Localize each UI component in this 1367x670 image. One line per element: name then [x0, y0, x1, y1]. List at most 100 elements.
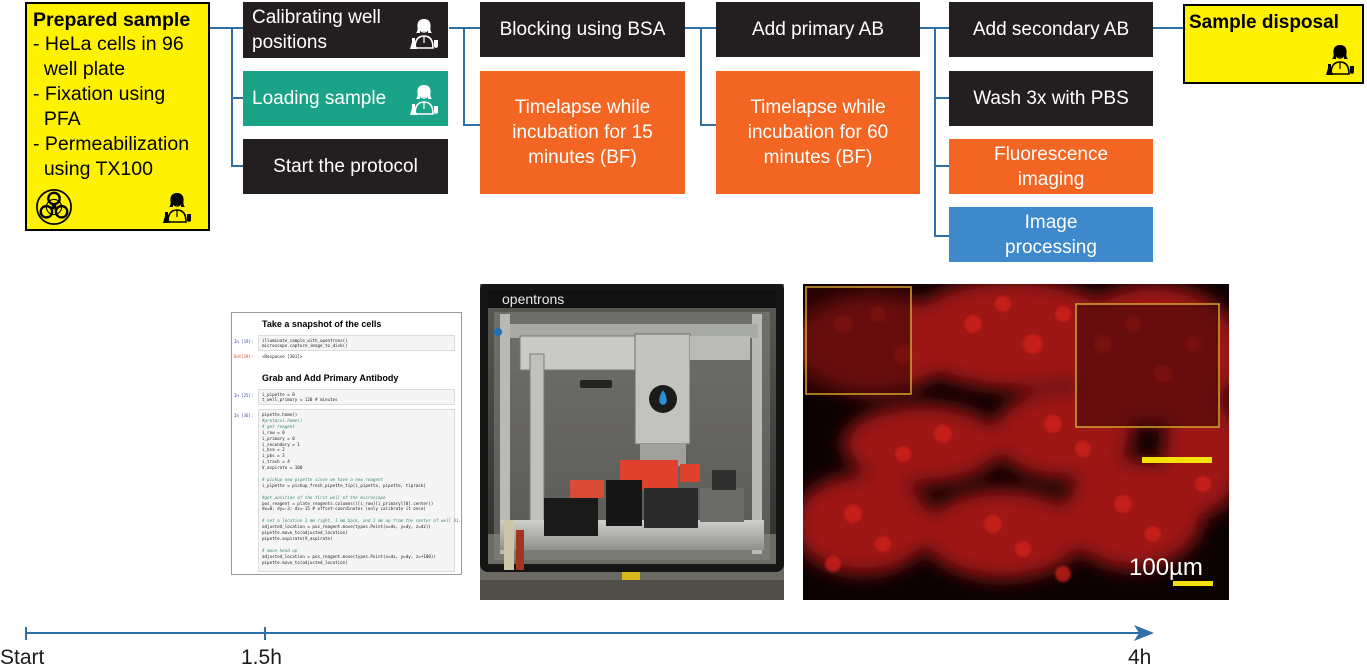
code-line: adjusted_location = pos_reagent.move(typ…	[262, 553, 436, 559]
code-line: # pickup new pipette since we have a new…	[262, 476, 384, 482]
code-line: i_bsa = 2	[262, 447, 285, 453]
connector	[934, 165, 949, 167]
step-fluor-line: Fluorescence	[993, 143, 1109, 165]
step-calibrate: Calibrating well positions	[243, 2, 448, 58]
code-line: i_pbs = 3	[262, 453, 285, 459]
step-timelapse60-line: Timelapse while	[750, 97, 886, 118]
step-image-processing: Image processing	[949, 207, 1153, 262]
photo-brand-label: opentrons	[502, 291, 564, 307]
step-wash-label: Wash 3x with PBS	[973, 88, 1129, 109]
code-line: pipette.move_to(adjusted_location)	[262, 530, 348, 535]
connector	[210, 27, 243, 29]
notebook-heading: Grab and Add Primary Antibody	[262, 373, 399, 383]
step-secondary-ab: Add secondary AB	[949, 2, 1153, 57]
code-line: illuminate_sample_with_opentrons()	[262, 338, 348, 343]
step-processing-line: Image	[1024, 211, 1078, 233]
prepared-sample-item: PFA	[33, 108, 81, 130]
code-line: i_primary = 0	[262, 435, 295, 441]
fluorescence-drawing: 100µm	[803, 284, 1229, 600]
timeline-label: 1.5h	[241, 646, 282, 669]
connector	[231, 97, 243, 99]
scientist-icon	[1325, 42, 1355, 76]
step-start-label: Start the protocol	[273, 156, 418, 177]
connector	[700, 27, 702, 126]
biohazard-icon	[36, 189, 72, 225]
step-calibrate-line: Calibrating well	[252, 7, 381, 28]
step-primary-ab: Add primary AB	[716, 2, 920, 57]
timeline-arrow-icon	[1134, 625, 1154, 641]
connector	[934, 235, 949, 237]
step-timelapse15-line: Timelapse while	[514, 97, 651, 118]
prepared-sample-box: Prepared sample - HeLa cells in 96 well …	[25, 2, 210, 231]
notebook-cell	[258, 335, 455, 351]
code-line: # set a location 1 mm right, 1 mm back, …	[262, 518, 462, 524]
code-line: pipette.aspirate(V_aspirate)	[262, 535, 333, 541]
prepared-sample-item: using TX100	[33, 158, 153, 180]
step-timelapse-60: Timelapse while incubation for 60 minute…	[716, 71, 920, 194]
step-secondary-label: Add secondary AB	[972, 19, 1130, 40]
timeline-axis	[25, 632, 1140, 634]
code-line: #get position of the first well of the m…	[262, 494, 386, 500]
step-fluor-line: imaging	[1017, 168, 1085, 190]
sample-disposal-title: Sample disposal	[1189, 12, 1339, 33]
step-processing-line: processing	[1005, 236, 1097, 258]
step-timelapse15-line: incubation for 15	[512, 122, 653, 143]
connector	[463, 124, 480, 126]
code-line: pipette.move_to(adjusted_location)	[262, 559, 348, 565]
code-line: i_pipette = 0	[262, 392, 295, 397]
prepared-sample-item: - Permeabilization	[33, 133, 190, 155]
scientist-icon	[409, 82, 439, 116]
step-fluorescence-imaging: Fluorescence imaging	[949, 139, 1153, 194]
notebook-prompt: In [25]:	[234, 393, 254, 398]
step-timelapse-15: Timelapse while incubation for 15 minute…	[480, 71, 685, 194]
step-primary-label: Add primary AB	[752, 19, 884, 40]
notebook-output: <Response [301]>	[262, 354, 303, 359]
notebook-out-prompt: Out[19]:	[234, 354, 254, 359]
code-line: pipette.home()	[262, 412, 298, 417]
timeline-label: Start	[0, 646, 45, 669]
notebook-cell	[258, 409, 455, 572]
step-bsa-label: Blocking using BSA	[499, 19, 666, 40]
code-line: V_aspirate = 100	[262, 465, 303, 471]
step-wash-pbs: Wash 3x with PBS	[949, 71, 1153, 126]
timeline-label: 4h	[1128, 646, 1152, 669]
scientist-icon	[162, 190, 192, 224]
robot-photo-drawing: opentrons	[480, 284, 784, 600]
timeline-tick	[25, 627, 27, 640]
notebook-screenshot: Take a snapshot of the cells In [19]: il…	[231, 312, 462, 575]
prepared-sample-title: Prepared sample	[33, 9, 191, 31]
step-timelapse60-line: minutes (BF)	[763, 147, 873, 168]
prepared-sample-item: - Fixation using	[33, 83, 166, 105]
code-line: adjusted_location = pos_reagent.move(typ…	[262, 524, 431, 530]
code-line: dx=0; dy=-3; dz=-15 # offset-coordinates…	[262, 506, 426, 512]
code-line: i_pipette = pickup_fresh_pipette_tip(i_p…	[262, 482, 426, 488]
code-line: i_trash = 4	[262, 459, 290, 465]
connector	[1153, 27, 1183, 29]
notebook-prompt: In [36]:	[234, 413, 254, 418]
code-line: #protocol.home()	[262, 417, 303, 423]
robot-photo: opentrons	[480, 284, 784, 600]
code-line: i_secondary = 1	[262, 441, 300, 447]
step-blocking-bsa: Blocking using BSA	[480, 2, 685, 57]
notebook-cell	[258, 389, 455, 405]
connector	[700, 124, 716, 126]
connector	[231, 165, 243, 167]
prepared-sample-item: - HeLa cells in 96	[33, 33, 184, 55]
scale-bar-label: 100µm	[1129, 554, 1203, 581]
notebook-prompt: In [19]:	[234, 339, 254, 344]
step-loading-label: Loading sample	[252, 88, 387, 109]
step-timelapse15-line: minutes (BF)	[528, 147, 637, 168]
step-loading-sample: Loading sample	[243, 71, 448, 126]
notebook-heading: Take a snapshot of the cells	[262, 319, 382, 329]
connector	[934, 27, 936, 237]
step-start-protocol: Start the protocol	[243, 139, 448, 194]
step-timelapse60-line: incubation for 60	[747, 122, 889, 143]
connector	[934, 97, 949, 99]
code-line: # move head up	[262, 547, 298, 553]
scientist-icon	[409, 16, 439, 50]
sample-disposal-box: Sample disposal	[1183, 4, 1364, 84]
code-line: i_row = 0	[262, 429, 285, 435]
fluorescence-image: 100µm	[803, 284, 1229, 600]
code-line: microscope.capture_image_to_disk()	[262, 343, 348, 348]
code-line: # get reagent	[262, 423, 295, 429]
